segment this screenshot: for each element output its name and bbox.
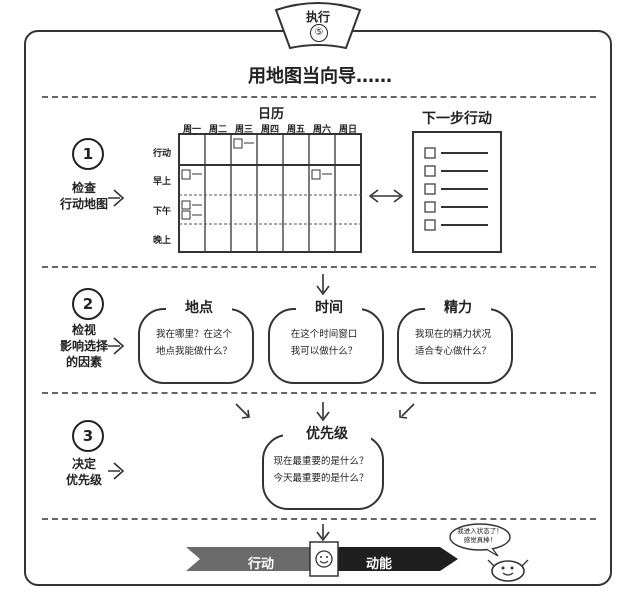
smiley-icon [315, 550, 333, 568]
page-title: 用地图当向导…… [248, 66, 392, 87]
priority-text-line2: 今天最重要的是什么？ [273, 473, 369, 484]
step-3-label: 决定 优先级 [44, 456, 124, 488]
factor-title: 精力 [425, 297, 491, 317]
calendar-title: 日历 [257, 107, 284, 122]
priority-text-line1: 现在最重要的是什么？ [273, 456, 369, 467]
step-2-label: 检视 影响选择 的因素 [44, 322, 124, 370]
calendar-day: 周一 [182, 125, 201, 135]
factor-bubble-time [268, 308, 384, 384]
factor-title: 时间 [296, 297, 362, 317]
step-2-label-line2: 影响选择 [59, 339, 108, 353]
priority-text: 现在最重要的是什么？ 今天最重要的是什么？ [264, 453, 378, 487]
factor-bubble-energy [397, 308, 513, 384]
factor-text-line2: 我可以做什么？ [290, 346, 358, 357]
smiley-card [309, 541, 339, 577]
priority-title: 优先级 [283, 423, 371, 443]
step-2-label-line1: 检视 [71, 323, 96, 337]
calendar-row-label: 行动 [152, 149, 171, 159]
banner-action-label: 行动 [248, 557, 275, 572]
divider [42, 96, 596, 98]
step-1-label: 检查 行动地图 [44, 180, 124, 212]
step-1-number: 1 [72, 138, 104, 170]
divider [42, 266, 596, 268]
fan-tab-number: ⑤ [310, 24, 328, 42]
mascot-speech-line2: 感觉真棒！ [463, 536, 497, 544]
step-2-arrow [108, 337, 125, 355]
factor-text-line1: 我在哪里？在这个 [155, 329, 232, 340]
calendar-row-label: 下午 [152, 207, 171, 217]
calendar-day: 周五 [286, 125, 305, 135]
speech-bubble [449, 523, 511, 551]
step-3-number: 3 [72, 420, 104, 452]
factor-text-line2: 适合专心做什么？ [414, 346, 491, 357]
calendar-day: 周二 [208, 125, 227, 135]
step-2-number: 2 [72, 288, 104, 320]
double-arrow-icon [368, 189, 404, 203]
calendar-outline [178, 133, 362, 253]
banner-right [336, 547, 458, 571]
calendar-day: 周六 [312, 125, 331, 135]
calendar-row-label: 早上 [152, 177, 171, 187]
calendar-day: 周日 [338, 125, 357, 135]
priority-bubble [262, 434, 384, 510]
divider [42, 518, 596, 520]
banner-momentum-label: 动能 [366, 557, 393, 572]
step-2-label-line3: 的因素 [65, 355, 102, 369]
step-3-label-line1: 决定 [71, 457, 96, 471]
fan-tab-label: 执行 [305, 10, 330, 24]
next-actions-list [424, 147, 488, 231]
divider [42, 392, 596, 394]
mascot-speech-line1: 我进入状态了！ [457, 527, 503, 535]
factor-text-line1: 在这个时间窗口 [290, 329, 358, 340]
calendar-row-label: 晚上 [152, 236, 171, 246]
next-actions-title: 下一步行动 [422, 111, 492, 127]
step-1-arrow [108, 189, 125, 207]
factor-text: 在这个时间窗口 我可以做什么？ [270, 326, 378, 360]
mascot-speech: 我进入状态了！ 感觉真棒！ [452, 527, 508, 545]
factor-text: 我现在的精力状况 适合专心做什么？ [399, 326, 507, 360]
step-1-label-line1: 检查 [71, 181, 96, 195]
factor-title: 地点 [166, 297, 232, 317]
calendar-day: 周三 [234, 125, 253, 135]
factor-text-line2: 地点我能做什么？ [155, 346, 232, 357]
calendar-day: 周四 [260, 125, 279, 135]
step-3-arrow [108, 462, 125, 480]
calendar-entries [181, 138, 332, 220]
mascot-icon [491, 560, 525, 582]
factor-text-line1: 我现在的精力状况 [414, 329, 491, 340]
banner-left [186, 547, 312, 571]
factor-text: 我在哪里？在这个 地点我能做什么？ [140, 326, 248, 360]
step-1-label-line2: 行动地图 [59, 197, 108, 211]
step-3-label-line2: 优先级 [65, 473, 102, 487]
